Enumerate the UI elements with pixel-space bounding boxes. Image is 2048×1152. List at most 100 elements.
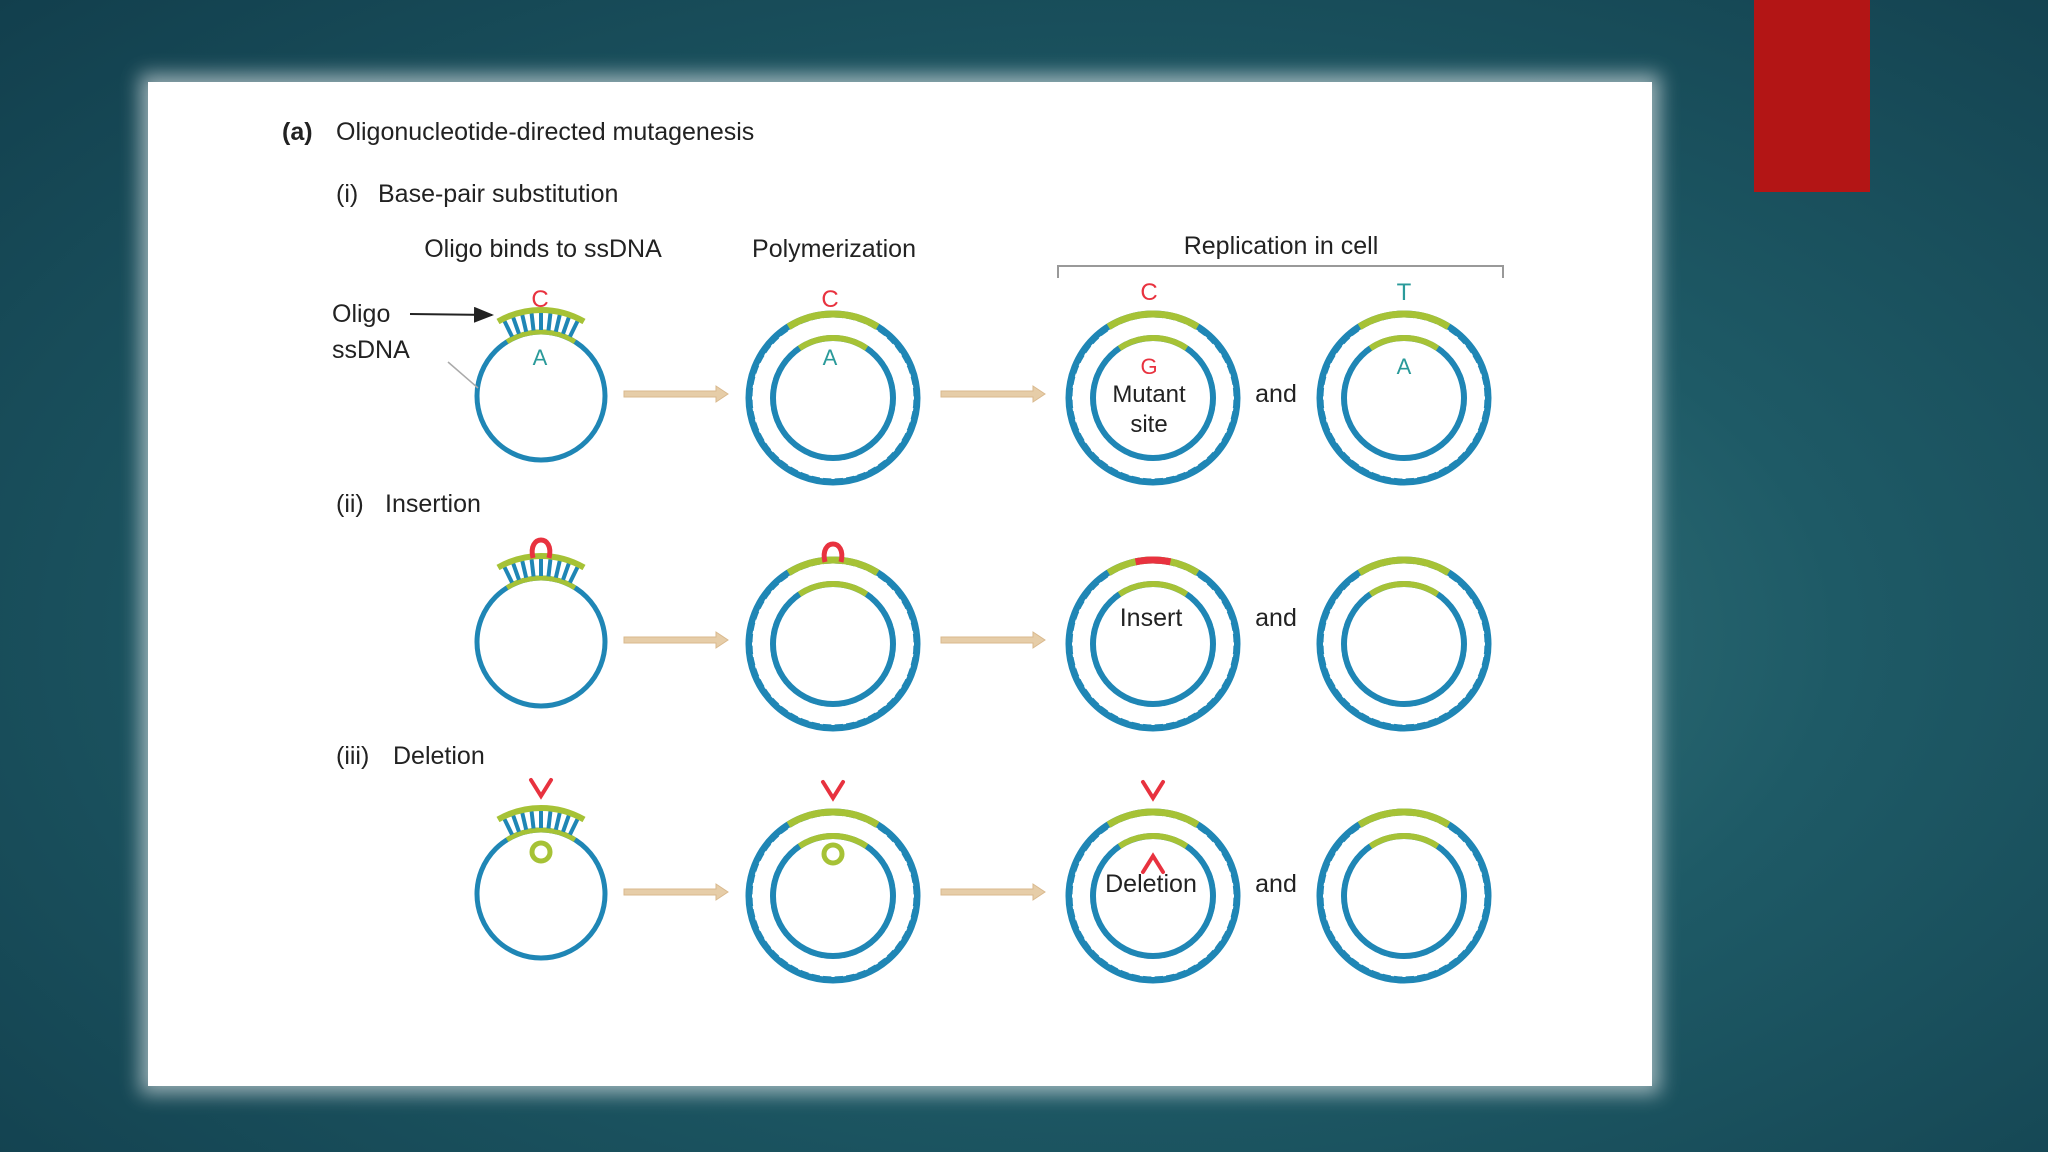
base-pair-gap — [1428, 569, 1440, 588]
base-pair-gap — [1390, 563, 1397, 582]
base-pair-gap — [1329, 860, 1348, 872]
deletion-marker-v — [1141, 780, 1165, 802]
base-pair-gap — [1456, 676, 1474, 690]
base-pair-gap — [1212, 660, 1232, 669]
base-pair-gap — [1215, 384, 1234, 391]
base-pair-gap — [849, 955, 858, 975]
section-ii-number: (ii) — [336, 490, 364, 518]
base-pair-gap — [892, 619, 912, 628]
base-pair-gap — [1460, 920, 1479, 932]
base-pair-gap — [770, 684, 787, 699]
base-pair-gap — [849, 817, 858, 837]
base-pair-gap — [1466, 384, 1485, 391]
joiner-and-i: and — [1255, 380, 1297, 408]
base-pair-gap — [1185, 696, 1199, 714]
base-pair-gap — [1358, 696, 1372, 714]
oligo-rung — [546, 312, 553, 331]
arrow-to-replication-deletion — [940, 883, 1046, 901]
base-pair-gap — [1160, 317, 1167, 336]
base-pair-gap — [1107, 948, 1121, 966]
base-pair-gap — [1349, 833, 1364, 850]
base-pair-gap — [1341, 343, 1358, 358]
base-pair-gap — [1128, 565, 1137, 585]
base-pair-gap — [1072, 651, 1091, 658]
base-pair-gap — [1072, 405, 1091, 412]
base-pair-gap — [1169, 703, 1178, 723]
oligo-rung — [529, 312, 536, 331]
base-pair-gap — [840, 460, 847, 479]
base-pair-gap — [1341, 438, 1358, 453]
base-pair-gap — [1456, 850, 1474, 864]
oligo-outer-arc — [1357, 310, 1451, 330]
base-pair-gap — [808, 955, 817, 975]
base-pair-gap — [1209, 668, 1228, 680]
base-pair-gap — [754, 619, 774, 628]
base-pair-gap — [778, 690, 793, 707]
base-pair-gap — [752, 384, 771, 391]
base-pair-gap — [797, 821, 809, 840]
base-pair-gap — [895, 384, 914, 391]
base-pair-gap — [1215, 903, 1234, 910]
mutagenesis-diagram: (a) Oligonucleotide-directed mutagenesis… — [282, 118, 1504, 984]
base-pair-gap — [1325, 373, 1345, 382]
base-pair-gap — [1098, 942, 1113, 959]
ssdna-circle-substitution — [474, 307, 608, 463]
inner-strand — [1341, 833, 1467, 959]
base-pair-gap — [1117, 700, 1129, 719]
base-pair-gap — [778, 942, 793, 959]
base-pair-gap — [857, 454, 869, 473]
base-pair-gap — [1107, 574, 1121, 592]
base-pair-gap — [1460, 860, 1479, 872]
base-pair-gap — [1098, 444, 1113, 461]
base-pair-gap — [889, 920, 908, 932]
base-pair-gap — [1444, 942, 1459, 959]
base-pair-gap — [1078, 608, 1097, 620]
base-pair-gap — [892, 660, 912, 669]
base-pair-gap — [1212, 619, 1232, 628]
base-pair-gap — [857, 821, 869, 840]
base-pair-gap — [1078, 920, 1097, 932]
base-pair-gap — [754, 912, 774, 921]
base-pair-gap — [865, 696, 879, 714]
base-pair-gap — [758, 920, 777, 932]
base-pair-gap — [889, 608, 908, 620]
base-pair-gap — [1329, 608, 1348, 620]
base-pair-gap — [758, 362, 777, 374]
base-pair-gap — [819, 706, 826, 725]
base-pair-gap — [819, 563, 826, 582]
base-pair-gap — [1325, 912, 1345, 921]
base-pair-gap — [1460, 422, 1479, 434]
base-pair-gap — [1329, 362, 1348, 374]
base-pair-gap — [1090, 589, 1107, 604]
base-pair-gap — [1334, 598, 1352, 612]
oligo-rung — [561, 316, 571, 335]
base-pair-gap — [1169, 457, 1178, 477]
base-pair-gap — [1341, 841, 1358, 856]
base-pair-gap — [1205, 430, 1223, 444]
ssdna-strand — [474, 827, 608, 961]
section-i-title: Base-pair substitution — [378, 180, 618, 208]
base-pair-gap — [1463, 619, 1483, 628]
insertion-loop — [821, 541, 845, 563]
base-pair-gap — [1358, 574, 1372, 592]
ssdna-circle-deletion — [474, 778, 608, 961]
base-pair-gap — [885, 352, 903, 366]
base-pair-gap — [778, 833, 793, 850]
base-pair-gap — [840, 958, 847, 977]
base-pair-gap — [1428, 952, 1440, 971]
oligo-rung — [511, 814, 521, 833]
base-pair-gap — [873, 335, 888, 352]
base-pair-gap — [1444, 581, 1459, 598]
arrow-to-polymerization-insertion — [623, 631, 729, 649]
base-pair-gap — [1212, 912, 1232, 921]
base-pair-gap — [758, 860, 777, 872]
oligo-bound-arc — [505, 575, 577, 590]
base-pair-gap — [885, 928, 903, 942]
base-pair-gap — [1128, 817, 1137, 837]
base-pair-gap — [1334, 430, 1352, 444]
base-pair-gap — [1450, 684, 1467, 699]
base-pair-gap — [1117, 821, 1129, 840]
base-pair-gap — [895, 630, 914, 637]
base-pair-gap — [819, 460, 826, 479]
base-pair-gap — [1090, 841, 1107, 856]
